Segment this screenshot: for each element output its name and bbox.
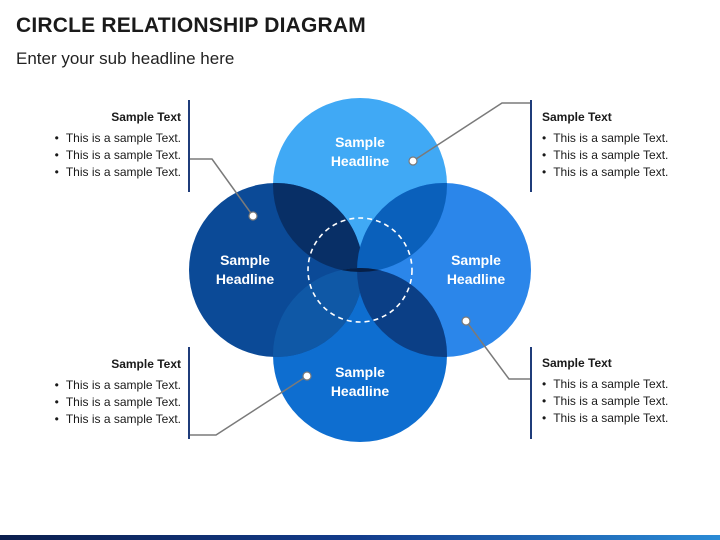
headline-top: Sample Headline: [305, 133, 415, 171]
bullet-item: This is a sample Text.: [542, 147, 702, 164]
divider-bottom-left: [188, 347, 190, 439]
text-box-bottom-right: Sample Text This is a sample Text. This …: [542, 356, 702, 427]
bullet-item: This is a sample Text.: [55, 164, 181, 181]
headline-right-line2: Headline: [446, 271, 506, 287]
headline-bottom-line1: Sample: [335, 364, 385, 380]
divider-bottom-right: [530, 347, 532, 439]
bullet-item: This is a sample Text.: [542, 130, 702, 147]
headline-bottom: Sample Headline: [305, 363, 415, 401]
bullet-item: This is a sample Text.: [55, 394, 181, 411]
divider-top-left: [188, 100, 190, 192]
bullet-item: This is a sample Text.: [55, 147, 181, 164]
connector-dot-bottom-left: [302, 371, 312, 381]
connector-dot-top-left: [248, 211, 258, 221]
bullet-item: This is a sample Text.: [55, 130, 181, 147]
connector-bottom-left: [190, 375, 308, 436]
bullet-item: This is a sample Text.: [55, 377, 181, 394]
divider-top-right: [530, 100, 532, 192]
footer-accent-bar: [0, 535, 720, 540]
bullet-list: This is a sample Text. This is a sample …: [542, 130, 702, 181]
bullet-item: This is a sample Text.: [542, 376, 702, 393]
bullet-item: This is a sample Text.: [55, 411, 181, 428]
headline-left: Sample Headline: [190, 251, 300, 289]
bullet-item: This is a sample Text.: [542, 410, 702, 427]
headline-top-line1: Sample: [335, 134, 385, 150]
headline-right: Sample Headline: [421, 251, 531, 289]
center-dashed-ring: [307, 217, 413, 323]
bullet-item: This is a sample Text.: [542, 164, 702, 181]
page-title: CIRCLE RELATIONSHIP DIAGRAM: [16, 14, 366, 37]
headline-top-line2: Headline: [330, 153, 390, 169]
bullet-list: This is a sample Text. This is a sample …: [542, 376, 702, 427]
bullet-list: This is a sample Text. This is a sample …: [55, 130, 181, 181]
connector-dot-top-right: [408, 156, 418, 166]
page-subtitle: Enter your sub headline here: [16, 49, 235, 68]
bullet-list: This is a sample Text. This is a sample …: [55, 377, 181, 428]
connector-bottom-right: [465, 320, 530, 380]
bullet-item: This is a sample Text.: [542, 393, 702, 410]
text-box-top-left: Sample Text This is a sample Text. This …: [21, 110, 181, 181]
headline-bottom-line2: Headline: [330, 383, 390, 399]
headline-right-line1: Sample: [451, 252, 501, 268]
text-box-title: Sample Text: [111, 110, 181, 124]
text-box-top-right: Sample Text This is a sample Text. This …: [542, 110, 702, 181]
text-box-bottom-left: Sample Text This is a sample Text. This …: [21, 357, 181, 428]
connector-top-right: [412, 102, 530, 162]
overlap-center: [300, 268, 420, 272]
connector-top-left: [190, 158, 254, 217]
text-box-title: Sample Text: [542, 110, 612, 124]
connector-dot-bottom-right: [461, 316, 471, 326]
headline-left-line2: Headline: [215, 271, 275, 287]
headline-left-line1: Sample: [220, 252, 270, 268]
text-box-title: Sample Text: [111, 357, 181, 371]
text-box-title: Sample Text: [542, 356, 612, 370]
